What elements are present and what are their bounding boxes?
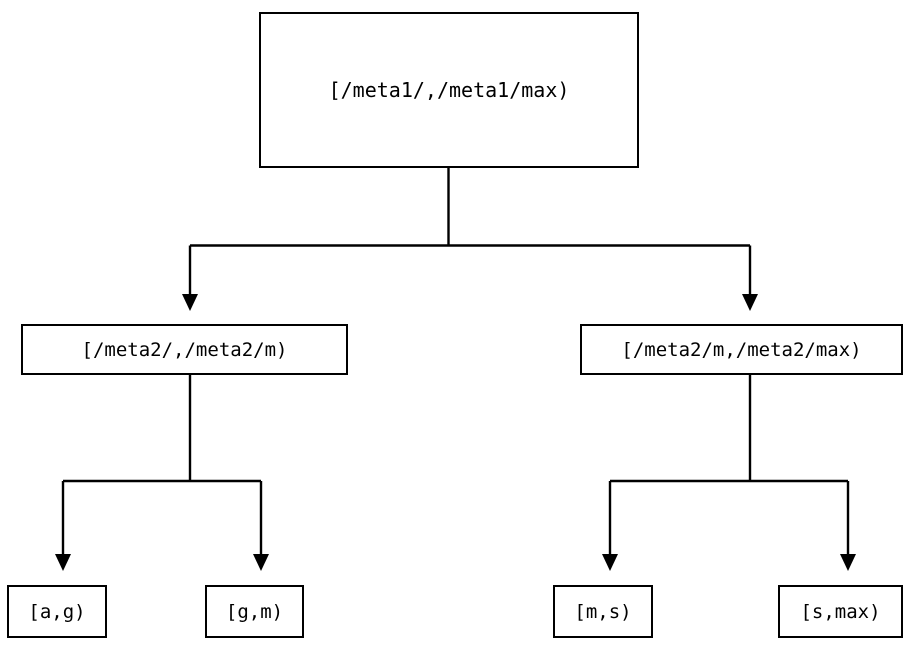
arrowhead-to-mid-left [182, 294, 198, 311]
tree-node-leaf-ms[interactable]: [m,s) [553, 585, 653, 638]
tree-node-mid-right[interactable]: [/meta2/m,/meta2/max) [580, 324, 903, 375]
arrowhead-to-leaf-ms [602, 554, 618, 571]
tree-node-leaf-gm[interactable]: [g,m) [205, 585, 304, 638]
tree-node-leaf-smax[interactable]: [s,max) [778, 585, 903, 638]
tree-node-root[interactable]: [/meta1/,/meta1/max) [259, 12, 639, 168]
tree-node-leaf-ag[interactable]: [a,g) [7, 585, 107, 638]
arrowhead-to-leaf-ag [55, 554, 71, 571]
arrowhead-to-mid-right [742, 294, 758, 311]
tree-node-mid-left[interactable]: [/meta2/,/meta2/m) [21, 324, 348, 375]
arrowhead-to-leaf-gm [253, 554, 269, 571]
arrowhead-to-leaf-smax [840, 554, 856, 571]
